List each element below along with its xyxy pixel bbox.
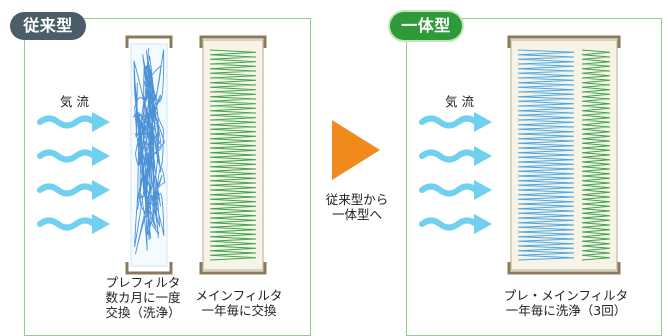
airflow-arrow xyxy=(37,146,110,166)
pre-filter xyxy=(125,35,173,275)
transition-caption-line-1: 従来型から xyxy=(325,192,389,207)
airflow-arrows-right xyxy=(419,112,492,234)
airflow-arrow xyxy=(419,146,492,166)
integrated-filter xyxy=(507,35,621,275)
airflow-arrow xyxy=(419,112,492,132)
integrated-filter-caption-line-2: 一年毎に洗浄（3回） xyxy=(505,303,627,318)
pre-filter-caption-line-3: 交換（洗浄） xyxy=(105,305,181,320)
transition-arrow xyxy=(332,120,380,180)
pleat-lines xyxy=(581,49,611,261)
main-filter-caption-line-2: 一年毎に交換 xyxy=(201,303,277,318)
airflow-arrow xyxy=(419,214,492,234)
main-filter-left xyxy=(199,35,267,275)
filter-frame xyxy=(507,35,621,275)
pre-filter-caption-line-1: プレフィルタ xyxy=(105,275,181,290)
filter-frame xyxy=(125,35,173,275)
pleat-lines xyxy=(517,49,575,261)
pre-filter-caption-line-2: 数カ月に一度 xyxy=(105,290,181,305)
airflow-arrow xyxy=(37,112,110,132)
airflow-label-left: 気 流 xyxy=(60,94,89,109)
integrated-filter-caption-line-1: プレ・メインフィルタ xyxy=(503,288,629,303)
transition-caption-line-2: 一体型へ xyxy=(331,207,382,222)
main-filter-caption-line-1: メインフィルタ xyxy=(195,288,283,303)
filter-frame xyxy=(199,35,267,275)
pre-filter-caption: プレフィルタ 数カ月に一度 交換（洗浄） xyxy=(88,275,198,320)
integrated-badge: 一体型 xyxy=(390,12,462,40)
main-filter-caption-left: メインフィルタ 一年毎に交換 xyxy=(186,288,292,318)
airflow-arrow xyxy=(37,180,110,200)
conventional-badge: 従来型 xyxy=(10,12,86,40)
transition-caption: 従来型から 一体型へ xyxy=(312,192,402,222)
integrated-filter-caption: プレ・メインフィルタ 一年毎に洗浄（3回） xyxy=(484,288,648,318)
pleat-lines xyxy=(209,49,257,261)
airflow-arrow xyxy=(37,214,110,234)
airflow-arrow xyxy=(419,180,492,200)
pre-filter-fibers xyxy=(132,47,166,255)
airflow-label-right: 気 流 xyxy=(445,94,474,109)
airflow-arrows-left xyxy=(37,112,110,234)
